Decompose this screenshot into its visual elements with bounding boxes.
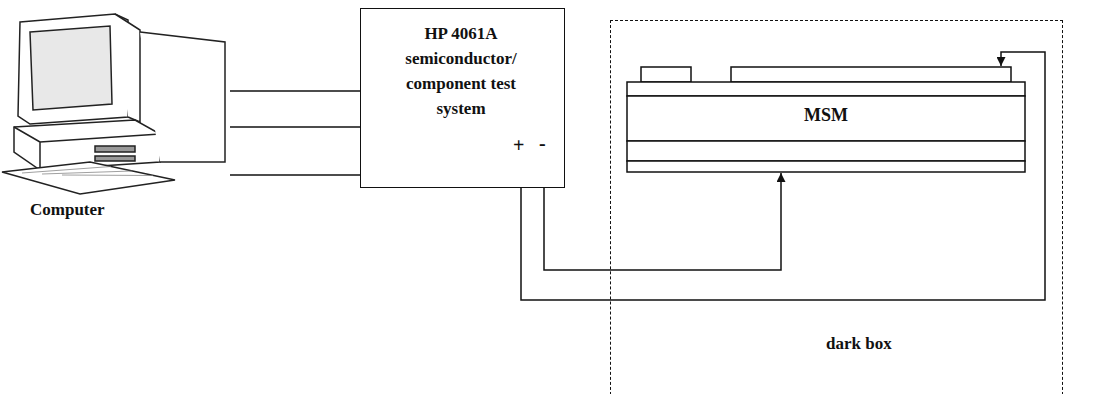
wire [230, 126, 360, 128]
terminal-sign: + [513, 134, 524, 157]
wire [544, 173, 781, 270]
node-label: HP 4061A semiconductor/ component test s… [395, 21, 527, 121]
test-system-box: HP 4061A semiconductor/ component test s… [360, 8, 565, 188]
terminal-sign: - [539, 132, 546, 155]
computer-icon: Computer [0, 12, 230, 227]
node-label: Computer [30, 200, 105, 220]
dark-box: dark box MSM [610, 20, 1063, 394]
wire [230, 174, 360, 176]
wire [521, 52, 1045, 300]
node-label: dark box [826, 334, 892, 354]
computer-drawing [0, 12, 230, 197]
node-label: MSM [626, 105, 1026, 126]
msm-device: MSM [626, 66, 1026, 173]
wire [230, 90, 360, 92]
